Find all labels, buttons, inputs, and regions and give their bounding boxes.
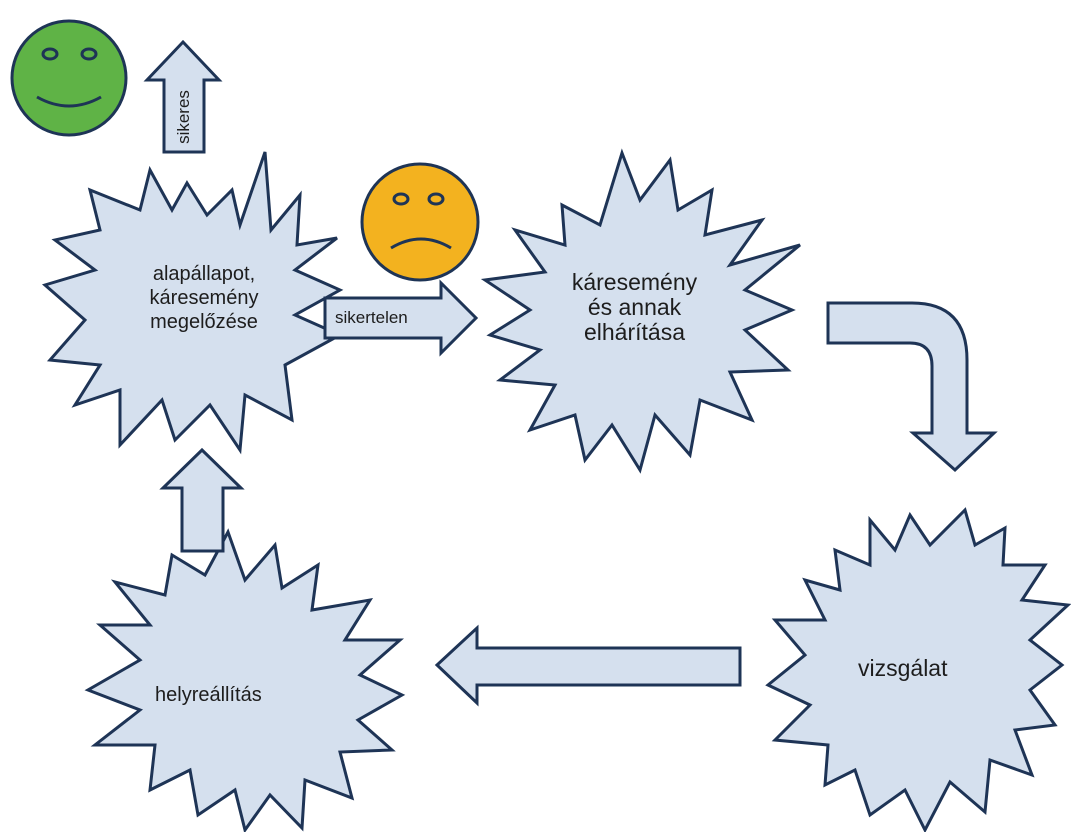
prevention-label-line1: alapállapot, <box>152 263 256 285</box>
prevention-label-line3: megelőzése <box>150 311 258 333</box>
restoration-label: helyreállítás <box>155 684 262 706</box>
incident-label: káresemény és annak elhárítása <box>552 270 717 345</box>
investigation-label: vizsgálat <box>858 655 948 681</box>
prevention-label-line2: káresemény <box>149 287 259 309</box>
star-incident <box>480 148 801 474</box>
success-label: sikeres <box>174 90 193 144</box>
failure-label: sikertelen <box>335 308 408 327</box>
star-prevention <box>41 151 344 455</box>
sad-face-icon <box>360 162 480 282</box>
incident-label-line2: és annak <box>587 294 682 320</box>
incident-label-line1: káresemény <box>571 269 698 295</box>
star-investigation <box>765 507 1071 832</box>
star-restoration <box>84 528 406 832</box>
prevention-label: alapállapot, káresemény megelőzése <box>130 262 278 334</box>
arrow-failure-right <box>323 279 479 357</box>
arrow-restoration-up <box>159 447 245 553</box>
happy-face-icon <box>10 19 128 137</box>
arrow-left <box>434 624 742 707</box>
incident-label-line3: elhárítása <box>583 319 685 345</box>
arrow-success-up <box>143 39 223 154</box>
arrow-curved-down <box>826 301 998 473</box>
